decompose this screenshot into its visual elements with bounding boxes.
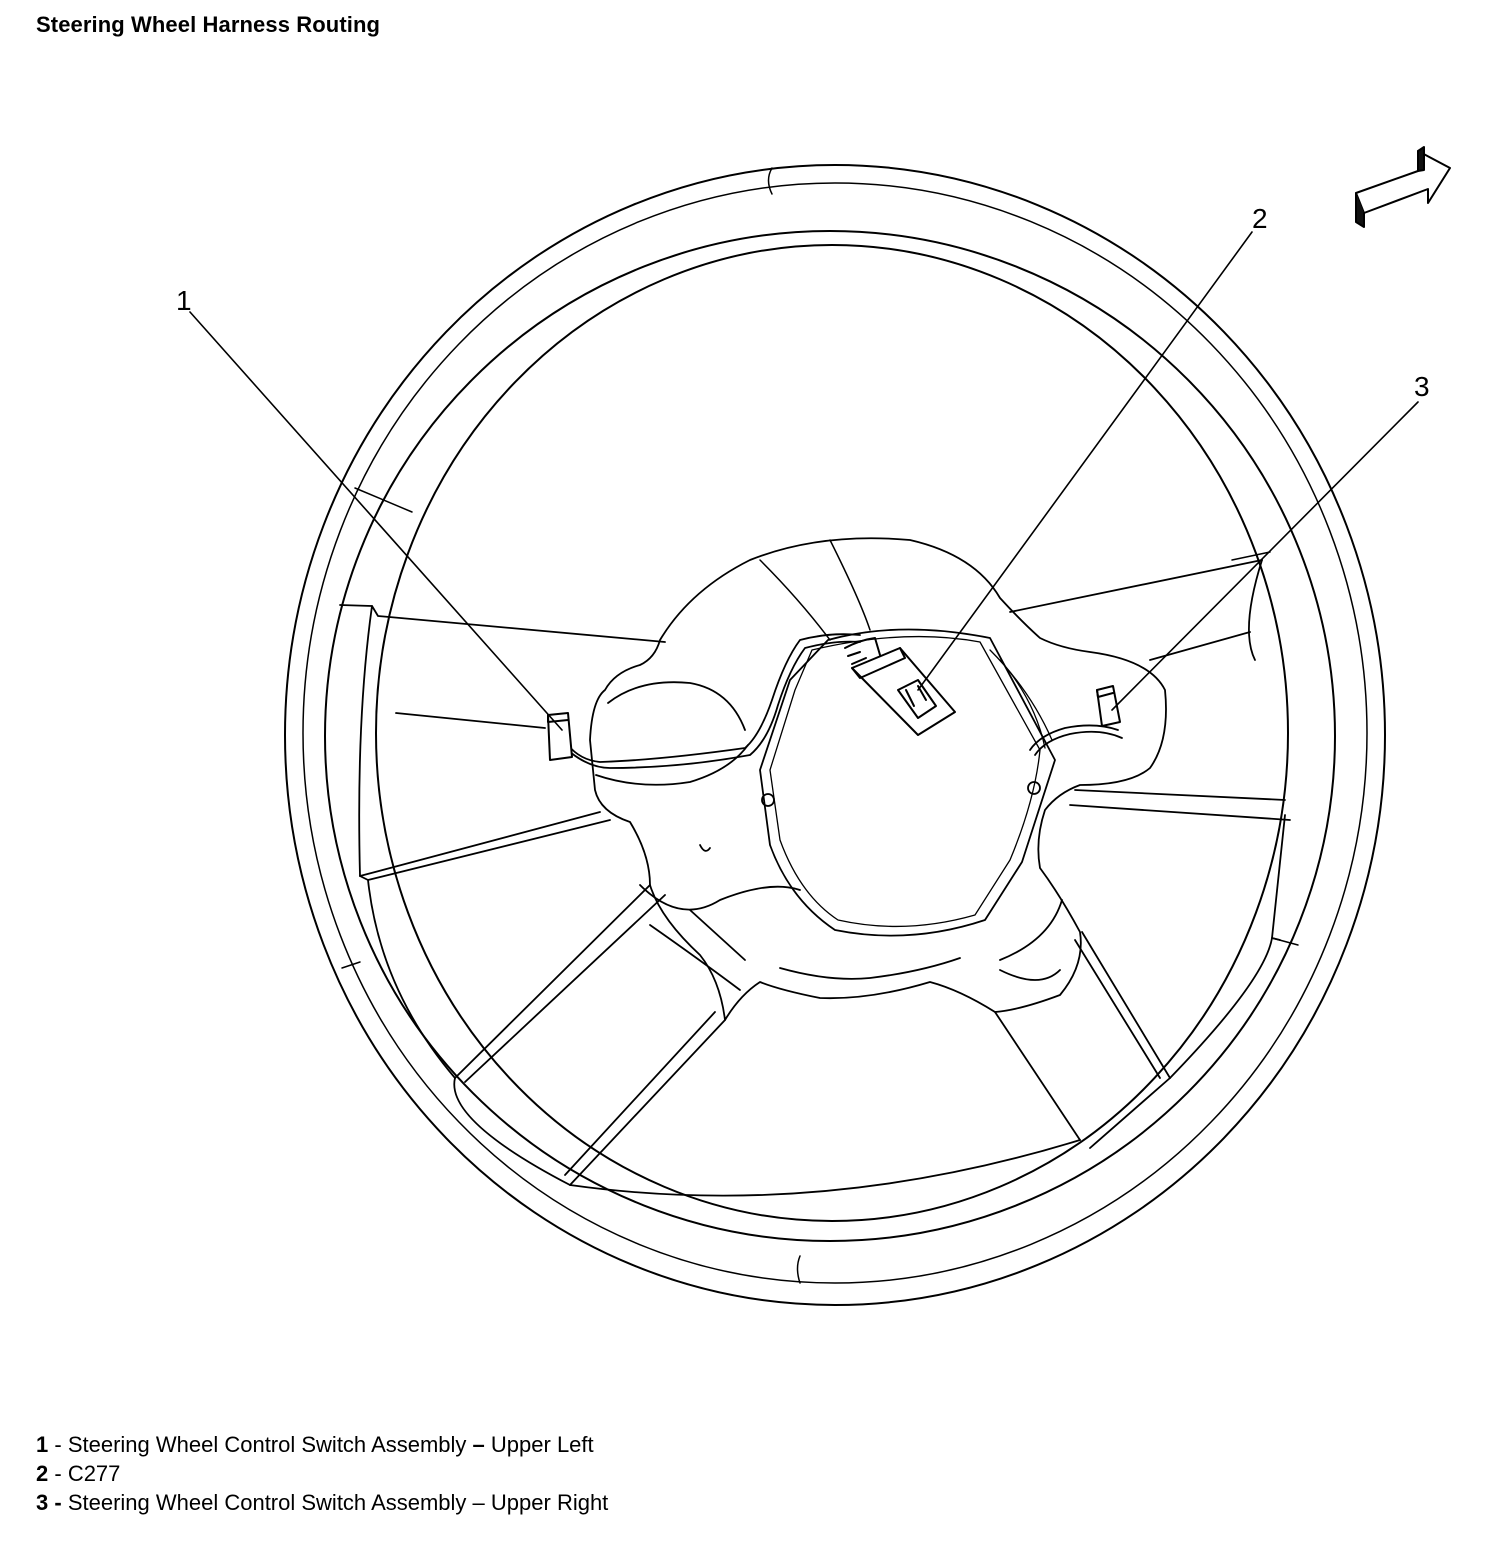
legend-num: 2 xyxy=(36,1461,49,1486)
upper-left-switch xyxy=(547,712,573,761)
steering-wheel-rim xyxy=(284,164,1386,1306)
legend-dash: – xyxy=(466,1432,491,1457)
legend-item-3: 3 - Steering Wheel Control Switch Assemb… xyxy=(36,1488,608,1517)
legend-text: C277 xyxy=(67,1461,121,1486)
steering-wheel-spokes xyxy=(339,537,1291,1197)
wire-harness xyxy=(567,633,1123,769)
leader-line-2 xyxy=(917,231,1253,691)
legend-item-1: 1 - Steering Wheel Control Switch Assemb… xyxy=(36,1430,608,1459)
callout-3: 3 xyxy=(1414,371,1430,402)
c277-connector xyxy=(844,637,956,736)
legend-item-2: 2 - C277 xyxy=(36,1459,608,1488)
legend-tail: Upper Left xyxy=(490,1432,594,1457)
legend-dash: – xyxy=(466,1490,491,1515)
leader-lines xyxy=(189,231,1419,731)
legend-sep: - xyxy=(48,1432,68,1457)
callout-2: 2 xyxy=(1252,203,1268,234)
leader-line-3 xyxy=(1111,401,1419,711)
callout-1: 1 xyxy=(176,285,192,316)
legend: 1 - Steering Wheel Control Switch Assemb… xyxy=(36,1430,608,1517)
leader-line-1 xyxy=(189,311,563,731)
legend-text: Steering Wheel Control Switch Assembly xyxy=(67,1432,467,1457)
legend-text: Steering Wheel Control Switch Assembly xyxy=(67,1490,467,1515)
page-title: Steering Wheel Harness Routing xyxy=(36,12,381,37)
upper-right-switch xyxy=(1096,685,1121,727)
legend-num: 1 xyxy=(36,1432,49,1457)
legend-tail: Upper Right xyxy=(490,1490,609,1515)
front-direction-arrow-icon xyxy=(1355,146,1451,228)
legend-sep: - xyxy=(48,1461,68,1486)
legend-sep: - xyxy=(48,1490,68,1515)
legend-num: 3 xyxy=(36,1490,49,1515)
